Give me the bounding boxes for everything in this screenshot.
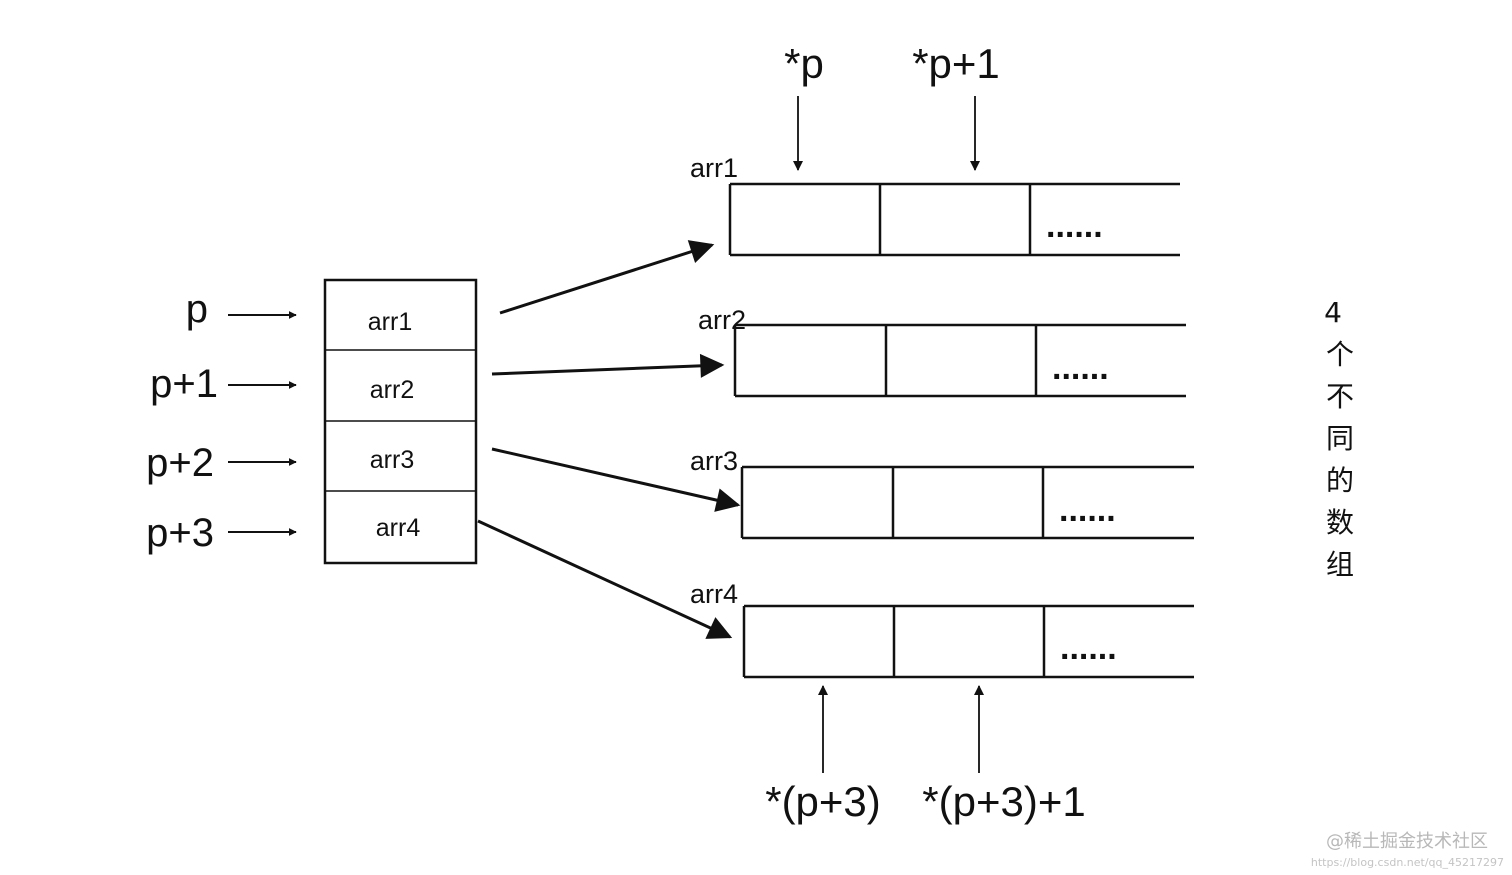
array-ellipsis: ...... bbox=[1060, 629, 1117, 667]
pointer-cell-label: arr2 bbox=[370, 376, 414, 404]
pointer-label: p bbox=[186, 287, 208, 331]
side-note: 4 个 不 同 的 数 组 bbox=[1324, 296, 1354, 581]
bottom-dereferences: *(p+3) *(p+3)+1 bbox=[765, 685, 1086, 825]
deref-label: *p+1 bbox=[912, 40, 1000, 87]
watermark-url: https://blog.csdn.net/qq_45217297 bbox=[1311, 856, 1504, 869]
array-ellipsis: ...... bbox=[1052, 349, 1109, 387]
array-name: arr1 bbox=[690, 153, 738, 183]
side-note-char: 组 bbox=[1326, 548, 1354, 581]
array-ellipsis: ...... bbox=[1059, 491, 1116, 529]
array-name: arr4 bbox=[690, 579, 738, 609]
array-arr4: arr4 ...... bbox=[690, 579, 1194, 679]
array-ellipsis: ...... bbox=[1046, 207, 1103, 245]
pointer-cell-label: arr3 bbox=[370, 446, 414, 474]
array-name: arr2 bbox=[698, 305, 746, 335]
arrow-icon bbox=[491, 353, 725, 378]
top-dereferences: *p *p+1 bbox=[784, 40, 1000, 171]
pointer-label: p+3 bbox=[146, 511, 214, 555]
pointer-label: p+1 bbox=[150, 362, 218, 406]
array-arr1: arr1 ...... bbox=[690, 153, 1180, 257]
side-note-char: 数 bbox=[1326, 506, 1354, 539]
watermark-text: @稀土掘金技术社区 bbox=[1326, 831, 1488, 852]
array-arr3: arr3 ...... bbox=[690, 446, 1194, 540]
side-note-char: 同 bbox=[1326, 422, 1354, 455]
pointer-label: p+2 bbox=[146, 441, 214, 485]
array-name: arr3 bbox=[690, 446, 738, 476]
arrow-icon bbox=[499, 240, 715, 315]
arrow-icon bbox=[477, 519, 733, 639]
side-note-char: 不 bbox=[1326, 380, 1354, 413]
side-note-char: 的 bbox=[1326, 464, 1354, 497]
cell-to-array-arrows bbox=[477, 240, 741, 639]
pointer-to-cell-arrows bbox=[228, 311, 297, 536]
pointer-array: arr1 arr2 arr3 arr4 bbox=[323, 278, 478, 565]
side-note-char: 个 bbox=[1326, 338, 1354, 371]
array-arr2: arr2 ...... bbox=[698, 305, 1186, 398]
side-note-char: 4 bbox=[1324, 296, 1342, 329]
arrow-icon bbox=[491, 447, 741, 512]
deref-label: *p bbox=[784, 40, 824, 87]
pointer-cell-label: arr4 bbox=[376, 514, 421, 542]
deref-label: *(p+3)+1 bbox=[922, 778, 1085, 825]
pointer-labels: p p+1 p+2 p+3 bbox=[146, 287, 218, 555]
deref-label: *(p+3) bbox=[765, 778, 881, 825]
pointer-cell-label: arr1 bbox=[368, 308, 412, 336]
watermark: @稀土掘金技术社区 https://blog.csdn.net/qq_45217… bbox=[1311, 831, 1504, 869]
